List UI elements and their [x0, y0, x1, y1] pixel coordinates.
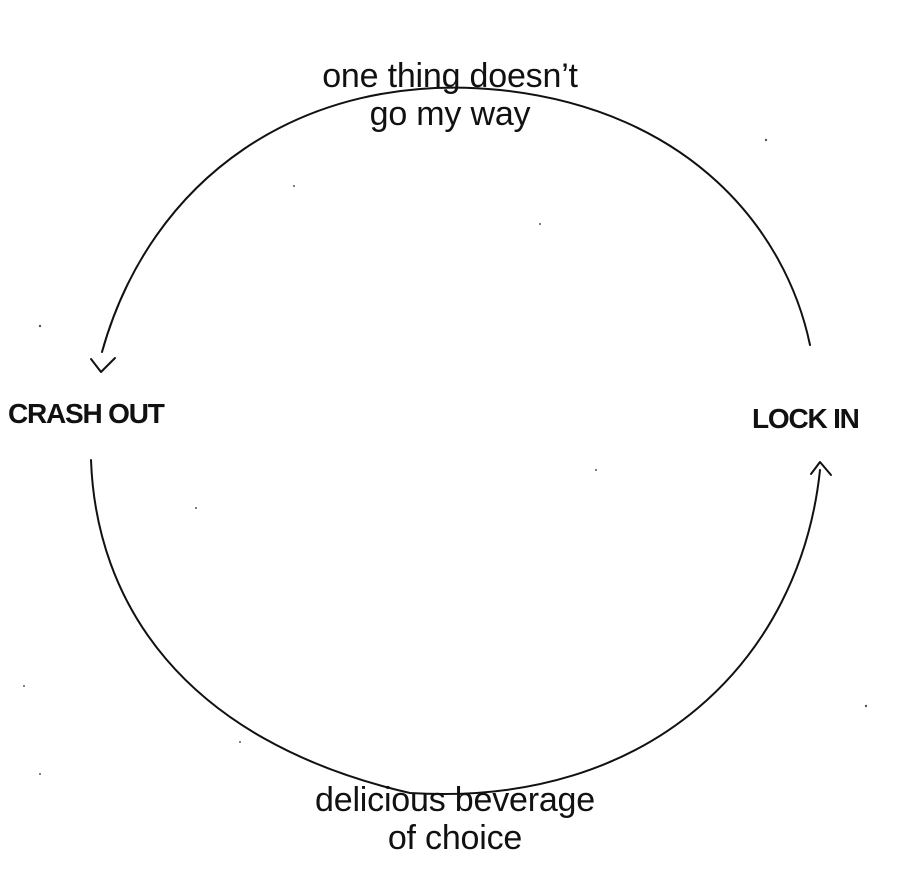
- trigger-label: one thing doesn’t go my way: [260, 57, 640, 133]
- arrowhead-up-icon: [810, 461, 832, 476]
- recovery-label-line-1: delicious beverage: [315, 781, 595, 819]
- lock-in-label: LOCK IN: [752, 403, 860, 434]
- arc-bottom: [90, 459, 821, 796]
- paper-speckles: [23, 138, 868, 775]
- arrowhead-down-icon: [90, 357, 116, 373]
- recovery-label-line-2: of choice: [387, 819, 523, 857]
- crash-out-label: CRASH OUT: [8, 398, 165, 429]
- trigger-label-line-2: go my way: [369, 95, 531, 133]
- trigger-label-line-1: one thing doesn’t: [322, 57, 578, 95]
- recovery-label: delicious beverage of choice: [265, 781, 645, 857]
- arc-top: [101, 86, 811, 353]
